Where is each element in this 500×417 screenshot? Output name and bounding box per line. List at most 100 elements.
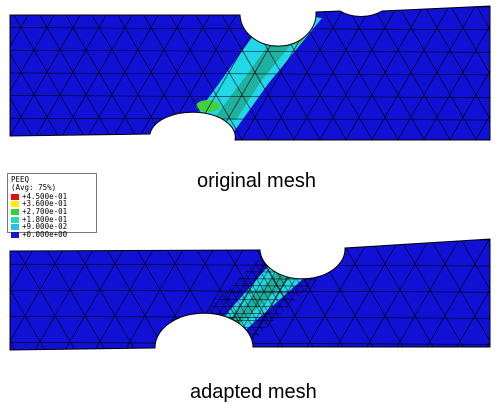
mesh-edge	[215, 6, 298, 140]
mesh-edge	[303, 239, 371, 350]
mesh-edge	[63, 239, 131, 350]
legend-row: +0.000e+00	[11, 229, 93, 239]
legend-label: +2.700e-01	[22, 206, 68, 216]
mesh-edge	[496, 250, 500, 350]
mesh-edge	[93, 239, 161, 350]
mesh-edge	[134, 6, 217, 140]
mesh-edge	[163, 6, 246, 140]
mesh-edge	[369, 239, 437, 350]
mesh-edge	[10, 49, 490, 53]
mesh-edge	[0, 250, 2, 350]
mesh-edge	[449, 6, 490, 140]
mesh-edge	[339, 239, 407, 350]
mesh-edge	[363, 239, 431, 350]
legend-swatch	[11, 201, 19, 208]
mesh-edge	[10, 6, 490, 8]
original-green-spot-bottom	[196, 100, 220, 112]
mesh-edge	[319, 6, 402, 140]
mesh-edge	[123, 239, 191, 350]
caption-original-mesh: original mesh	[197, 170, 316, 192]
mesh-edge	[10, 239, 11, 350]
mesh-edge	[345, 6, 428, 140]
original-plate-outline	[9, 5, 491, 141]
mesh-edge	[10, 6, 61, 140]
mesh-edge	[371, 6, 454, 140]
legend-swatch	[11, 208, 19, 215]
mesh-edge	[333, 239, 401, 350]
mesh-edge	[420, 6, 490, 140]
mesh-edge	[10, 6, 64, 140]
mesh-edge	[10, 72, 490, 76]
mesh-edge	[0, 5, 8, 145]
legend-row: +9.000e-02	[11, 223, 93, 231]
mesh-edge	[394, 6, 477, 140]
mesh-edge	[10, 6, 38, 140]
legend-row: +3.600e-01	[11, 199, 93, 209]
legend-row: +1.800e-01	[11, 214, 93, 224]
mesh-edge	[170, 284, 340, 288]
mesh-edge	[170, 291, 340, 295]
mesh-edge	[10, 289, 490, 293]
legend-label: +4.500e-01	[22, 191, 68, 201]
mesh-edge	[30, 6, 113, 140]
legend-row: +4.500e-01	[11, 191, 93, 201]
mesh-edge	[219, 239, 287, 350]
mesh-edge	[290, 6, 373, 140]
adapted-plate-outline	[9, 238, 491, 351]
legend-row: +2.700e-01	[11, 206, 93, 216]
mesh-edge	[10, 239, 71, 350]
caption-adapted-mesh: adapted mesh	[190, 381, 317, 403]
mesh-edge	[472, 6, 490, 140]
mesh-edge	[10, 6, 35, 140]
mesh-edge	[170, 326, 340, 329]
mesh-edge	[82, 6, 165, 140]
mesh-edge	[10, 6, 90, 140]
mesh-edge	[446, 6, 490, 140]
mesh-edge	[316, 6, 399, 140]
mesh-edge	[459, 239, 490, 350]
mesh-edge	[85, 6, 168, 140]
legend-label: +0.000e+00	[22, 229, 68, 239]
mesh-edge	[108, 6, 191, 140]
mesh-edge	[393, 239, 461, 350]
original-shear-band-core	[214, 22, 308, 120]
mesh-edge	[397, 6, 480, 140]
mesh-edge	[10, 95, 490, 98]
legend-label: +9.000e-02	[22, 222, 68, 232]
mesh-edge	[10, 239, 41, 350]
legend-swatch	[11, 224, 19, 231]
mesh-edge	[189, 6, 272, 140]
mesh-edge	[399, 239, 467, 350]
legend-title: PEEQ	[11, 175, 30, 184]
legend-subtitle: (Avg: 75%)	[11, 183, 57, 192]
mesh-edge	[423, 6, 490, 140]
mesh-edge	[170, 319, 340, 322]
mesh-edge	[429, 239, 490, 350]
legend-swatch	[11, 216, 19, 223]
mesh-edge	[10, 263, 490, 267]
mesh-edge	[170, 298, 340, 301]
adapted-mesh-plate	[0, 238, 500, 351]
mesh-edge	[56, 6, 139, 140]
mesh-edge	[489, 239, 490, 350]
mesh-edge	[10, 6, 87, 140]
mesh-edge	[33, 6, 116, 140]
mesh-edge	[0, 250, 10, 350]
mesh-edge	[10, 239, 47, 350]
mesh-edge	[170, 305, 340, 308]
mesh-edge	[69, 239, 137, 350]
mesh-edge	[170, 277, 340, 281]
mesh-edge	[342, 6, 425, 140]
mesh-edge	[0, 141, 500, 143]
legend-label: +1.800e-01	[22, 214, 68, 224]
mesh-edge	[39, 239, 107, 350]
mesh-edge	[264, 6, 347, 140]
peeq-legend: PEEQ (Avg: 75%) +4.500e-01 +3.600e-01 +2…	[7, 173, 97, 238]
original-mesh-lines	[0, 5, 500, 145]
mesh-edge	[10, 117, 490, 121]
original-mesh-plate	[0, 5, 500, 145]
adapted-hotspot-top	[280, 265, 296, 271]
mesh-edge	[170, 312, 340, 315]
legend-label: +3.600e-01	[22, 199, 68, 209]
